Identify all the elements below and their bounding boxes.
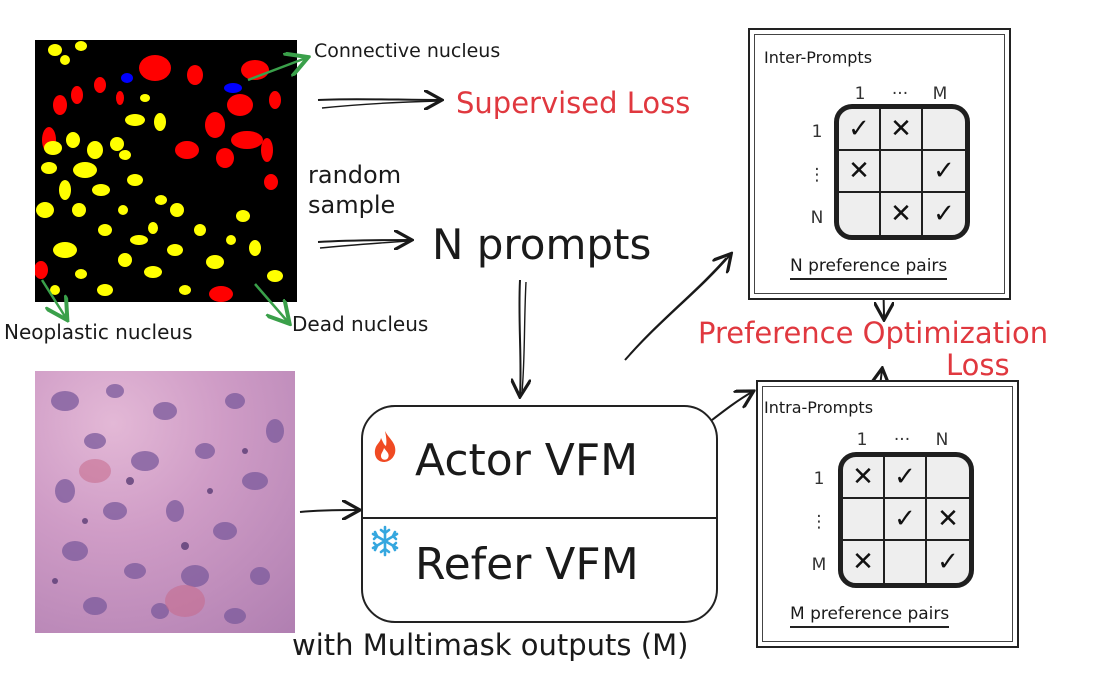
refer-vfm-label: Refer VFM	[415, 539, 639, 590]
arrow-to-intra-prompts	[711, 392, 752, 421]
inter-prompts-grid: ✓ ✕ ✕ ✓ ✕ ✓	[834, 104, 970, 240]
he-histology-image	[35, 371, 295, 633]
random-sample-label: random sample	[308, 161, 402, 219]
arrow-to-n-prompts	[317, 240, 410, 242]
inter-cell: ✕	[839, 151, 881, 193]
inter-row-label: N	[810, 208, 824, 229]
arrow-connective	[247, 58, 306, 82]
inter-col-label: M	[932, 84, 948, 104]
intra-cell	[843, 499, 885, 541]
intra-row-label: 1	[813, 469, 825, 490]
snowflake-icon	[369, 525, 401, 561]
intra-cell: ✕	[843, 457, 885, 499]
intra-col-labels: 1 ··· N	[842, 430, 962, 450]
inter-row-label: 1	[811, 121, 823, 142]
supervised-loss-label: Supervised Loss	[456, 86, 691, 120]
intra-cell	[927, 457, 969, 499]
preference-loss-line2: Loss	[946, 348, 1010, 382]
segmentation-mask-image	[35, 40, 297, 302]
intra-row-labels: 1 ⋮ M	[804, 458, 834, 586]
intra-cell: ✓	[885, 457, 927, 499]
arrow-prompts-to-actor	[519, 279, 520, 395]
inter-cell	[839, 193, 881, 235]
inter-prompts-title: Inter-Prompts	[764, 48, 873, 67]
inter-row-label: ⋮	[808, 164, 826, 185]
inter-cell	[881, 151, 923, 193]
intra-prompts-panel: Intra-Prompts 1 ··· N 1 ⋮ M ✕ ✓ ✓ ✕ ✕ ✓ …	[756, 380, 1019, 648]
inter-row-labels: 1 ⋮ N	[802, 110, 832, 240]
inter-prompts-panel: Inter-Prompts 1 ··· M 1 ⋮ N ✓ ✕ ✕ ✓ ✕ ✓ …	[748, 28, 1011, 300]
intra-col-label: 1	[856, 430, 868, 450]
intra-cell	[885, 541, 927, 583]
vfm-divider	[363, 517, 716, 519]
inter-cell: ✕	[881, 193, 923, 235]
label-neoplastic-nucleus: Neoplastic nucleus	[4, 320, 193, 344]
intra-prompts-grid: ✕ ✓ ✓ ✕ ✕ ✓	[838, 452, 974, 588]
flame-icon	[371, 429, 399, 467]
actor-vfm-label: Actor VFM	[415, 435, 639, 486]
inter-cell: ✓	[933, 199, 955, 229]
intra-col-label: N	[935, 430, 949, 450]
vfm-box: Actor VFM Refer VFM	[361, 405, 718, 623]
inter-cell: ✓	[839, 109, 881, 151]
inter-col-label: 1	[854, 84, 866, 104]
n-prompts-label: N prompts	[432, 220, 652, 269]
intra-prompts-title: Intra-Prompts	[764, 398, 874, 417]
inter-col-label: ···	[891, 84, 909, 104]
inter-col-labels: 1 ··· M	[840, 84, 960, 104]
intra-row-label: ⋮	[810, 511, 828, 532]
arrow-image-to-vfm	[299, 510, 358, 512]
intra-col-label: ···	[893, 430, 911, 450]
inter-prompts-footer: N preference pairs	[790, 256, 948, 280]
arrow-to-supervised-loss	[317, 99, 440, 100]
intra-prompts-footer: M preference pairs	[790, 604, 950, 628]
intra-cell: ✓	[885, 499, 927, 541]
arrow-dead	[254, 283, 288, 322]
arrow-neoplastic	[40, 279, 66, 318]
label-dead-nucleus: Dead nucleus	[292, 312, 429, 336]
multimask-label: with Multimask outputs (M)	[292, 628, 689, 662]
label-connective-nucleus: Connective nucleus	[314, 40, 501, 62]
preference-loss-line1: Preference Optimization	[698, 316, 1049, 350]
intra-cell: ✕	[927, 499, 969, 541]
inter-cell: ✓	[923, 151, 965, 193]
intra-cell: ✓	[937, 547, 959, 577]
intra-cell: ✕	[843, 541, 885, 583]
inter-cell	[923, 109, 965, 151]
intra-row-label: M	[811, 554, 827, 575]
inter-cell: ✕	[881, 109, 923, 151]
